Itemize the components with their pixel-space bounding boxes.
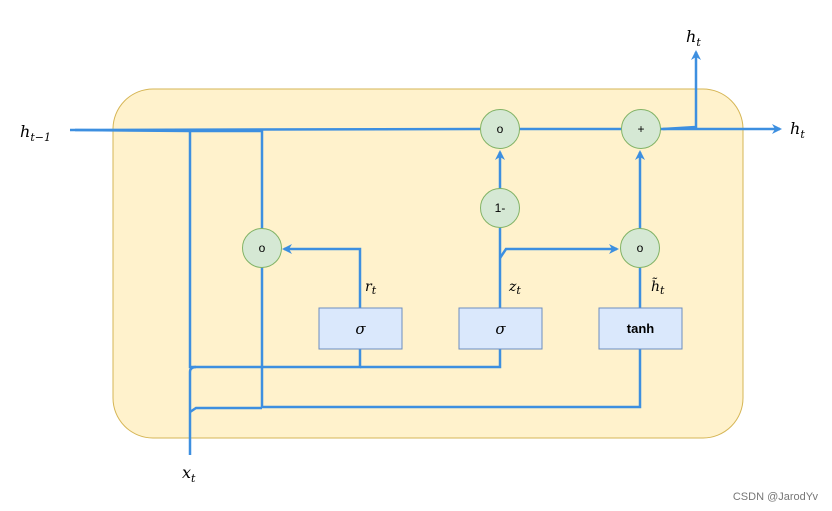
add-label: + (637, 122, 644, 136)
update-to-candidate-mult (498, 244, 619, 259)
update-gate: σ (458, 307, 543, 350)
candidate-gate: tanh (598, 307, 683, 350)
x-in-label: xt (182, 463, 196, 485)
gru-cell-background (112, 88, 744, 439)
candidate-mult-node: o (620, 228, 660, 268)
reset-gate: σ (318, 307, 403, 350)
h-prev-to-update (360, 349, 502, 369)
h-out-top-label: ht (686, 27, 701, 49)
top-mult-node: o (480, 109, 520, 149)
reset-mult-node: o (242, 228, 282, 268)
top-mult-label: o (497, 122, 504, 136)
reset-gate-out (282, 244, 362, 308)
update-gate-label: σ (495, 320, 506, 338)
h-prev-label: ht−1 (20, 122, 51, 144)
reset-gate-label: σ (355, 320, 366, 338)
x-to-gates (188, 365, 197, 373)
add-node: + (621, 109, 661, 149)
one-minus-label: 1- (495, 201, 506, 215)
one-minus-node: 1- (480, 188, 520, 228)
h-out-right-label: ht (790, 119, 805, 141)
reset-mult-label: o (259, 241, 266, 255)
h-out-top-line (662, 50, 701, 131)
h-prev-to-gates (74, 128, 362, 369)
z-t-label: zt (508, 279, 521, 297)
h-tilde-label: h̃t (651, 277, 665, 297)
candidate-gate-label: tanh (627, 321, 655, 336)
watermark: CSDN @JarodYv (733, 491, 819, 503)
connection-lines (69, 50, 782, 455)
h-prev-to-reset-mult (190, 129, 264, 229)
x-to-tanh (189, 406, 262, 414)
candidate-mult-label: o (637, 241, 644, 255)
r-t-label: rt (365, 279, 377, 297)
reset-mult-to-tanh (260, 267, 642, 409)
